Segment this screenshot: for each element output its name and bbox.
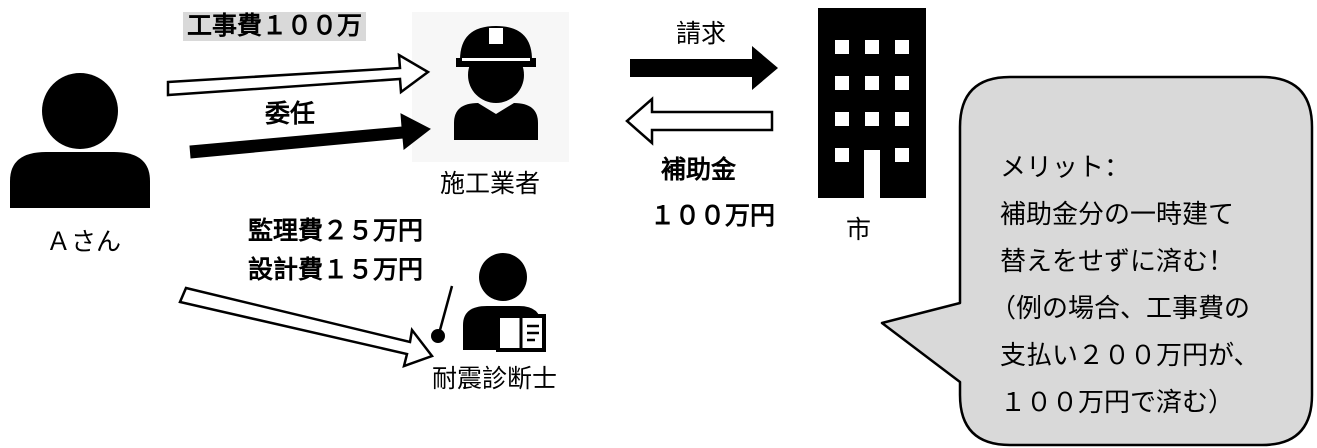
inspector-reading-icon [463,253,546,352]
callout-line: １００万円で済む） [1000,388,1235,418]
callout-line: 支払い２００万円が、 [1000,341,1260,371]
billing-label: 請求 [676,19,727,48]
subsidy-label-line1: 補助金 [661,155,737,184]
delegation-label: 委任 [265,99,316,128]
fee-arrow [178,286,435,368]
merit-callout-bubble [880,75,1314,447]
subsidy-arrow [625,96,774,146]
subsidy-label-line2: １００万円 [650,201,776,230]
supervision-fee-label: 監理費２５万円 [248,216,424,245]
person-icon [10,73,150,208]
inspector-label: 耐震診断士 [432,364,558,393]
contractor-label: 施工業者 [440,169,541,198]
building-icon [818,8,926,198]
callout-line: メリット： [1000,153,1131,183]
callout-line: 替えをせずに済む！ [1000,247,1235,277]
worker-helmet-icon [454,26,538,140]
callout-line: （例の場合、工事費の [990,294,1251,324]
construction-cost-label: 工事費１００万 [183,11,367,41]
merit-callout-text: メリット： 補助金分の一時建て 替えをせずに済む！ （例の場合、工事費の 支払い… [990,145,1260,427]
delegation-arrow [189,113,431,159]
person-a-label: Ａさん [46,227,122,256]
fee-pointer-line [431,285,454,343]
city-label: 市 [846,215,872,244]
construction-cost-arrow [166,52,431,97]
billing-arrow [630,46,778,90]
callout-line: 補助金分の一時建て [1000,200,1235,230]
design-fee-label: 設計費１５万円 [248,255,424,284]
